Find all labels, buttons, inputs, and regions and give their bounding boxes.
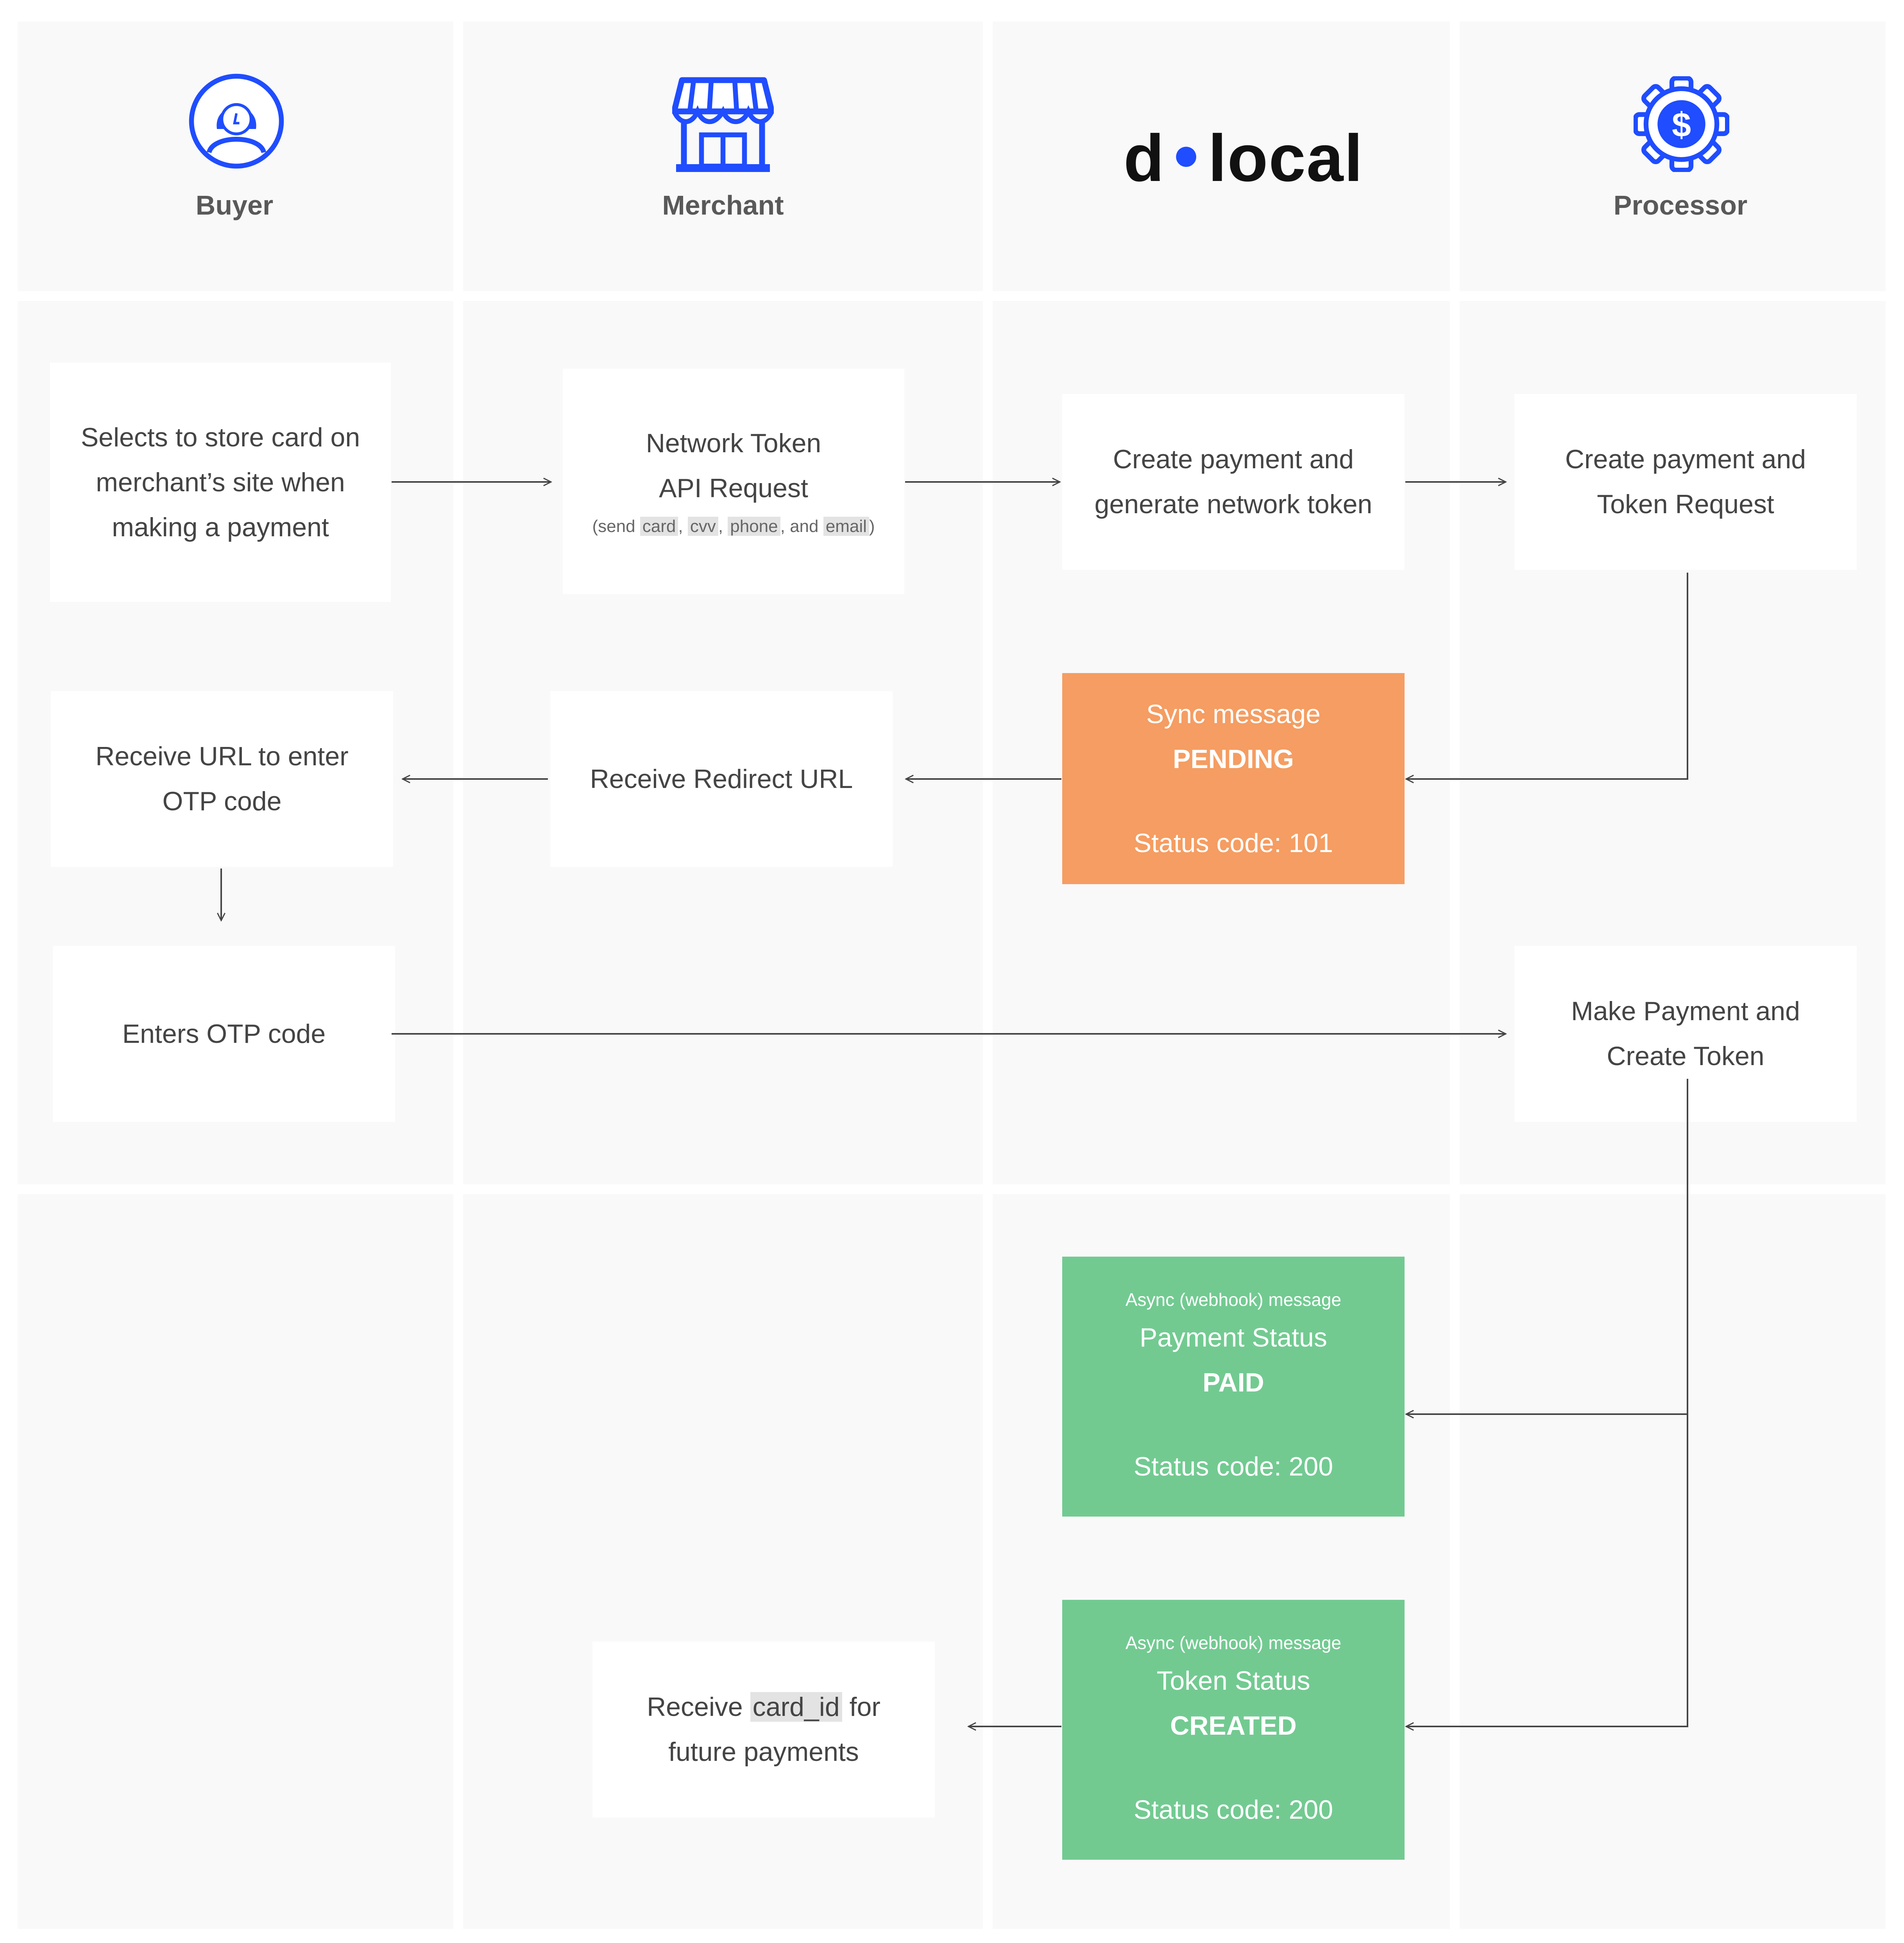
- note-prefix: (send: [592, 516, 640, 536]
- text-suffix: for: [842, 1692, 880, 1722]
- status-code: Status code: 200: [1133, 1452, 1333, 1481]
- gear-dollar-icon: $: [1634, 76, 1729, 172]
- request-fields-note: (send card, cvv, phone, and email): [592, 511, 875, 542]
- storefront-icon: [672, 77, 774, 172]
- node-merchant-redirect-url: Receive Redirect URL: [550, 691, 893, 867]
- lane-label-buyer: Buyer: [195, 190, 274, 220]
- field-phone: phone: [728, 516, 780, 536]
- field-cvv: cvv: [687, 516, 718, 536]
- note-separator: ,: [678, 516, 688, 536]
- node-text: Make Payment and: [1571, 996, 1800, 1026]
- node-async-token-created: Async (webhook) message Token Status CRE…: [1062, 1600, 1405, 1860]
- node-text: Payment Status: [1139, 1323, 1328, 1352]
- status-pending: PENDING: [1173, 744, 1294, 774]
- node-processor-token-request: Create payment and Token Request: [1514, 394, 1857, 570]
- node-async-payment-paid: Async (webhook) message Payment Status P…: [1062, 1257, 1405, 1517]
- node-text: Create payment and: [1113, 444, 1354, 474]
- text-prefix: Receive: [647, 1692, 750, 1722]
- logo-text-d: d: [1124, 121, 1165, 195]
- node-buyer-select-store-card: Selects to store card on merchant’s site…: [50, 363, 391, 602]
- field-card-id: card_id: [750, 1692, 842, 1722]
- node-text: Token Status: [1156, 1666, 1310, 1696]
- lane-bg-buyer-bottom: [18, 1194, 453, 1929]
- node-buyer-receive-url: Receive URL to enter OTP code: [51, 691, 393, 867]
- node-text: Receive Redirect URL: [590, 764, 853, 794]
- node-text: OTP code: [162, 786, 282, 816]
- dlocal-logo: d●local: [1124, 125, 1364, 192]
- note-separator: , and: [780, 516, 823, 536]
- status-created: CREATED: [1170, 1711, 1297, 1741]
- node-text: API Request: [659, 473, 808, 503]
- node-text: making a payment: [112, 512, 329, 542]
- node-text: merchant’s site when: [96, 467, 345, 497]
- node-merchant-network-token-request: Network Token API Request (send card, cv…: [563, 369, 904, 594]
- node-text-card-id: Receive card_id for: [647, 1685, 880, 1730]
- node-text: Create Token: [1607, 1041, 1764, 1071]
- status-paid: PAID: [1203, 1368, 1264, 1397]
- node-text: Create payment and: [1565, 444, 1806, 474]
- note-separator: ,: [718, 516, 728, 536]
- node-merchant-receive-card-id: Receive card_id for future payments: [592, 1642, 935, 1818]
- message-type-tag: Async (webhook) message: [1125, 1633, 1342, 1653]
- lane-bg-processor-bottom: [1460, 1194, 1886, 1929]
- field-email: email: [823, 516, 869, 536]
- logo-dot: ●: [1172, 128, 1201, 180]
- svg-text:$: $: [1672, 105, 1691, 144]
- lane-bg-dlocal-header: [993, 21, 1450, 291]
- status-code: Status code: 101: [1133, 828, 1333, 858]
- message-type-tag: Async (webhook) message: [1125, 1289, 1342, 1310]
- node-buyer-enter-otp: Enters OTP code: [53, 946, 395, 1122]
- arrow-processor-to-sync-pending: [1406, 573, 1688, 779]
- node-text: Receive URL to enter: [95, 741, 349, 771]
- node-text: Network Token: [646, 428, 821, 458]
- status-code: Status code: 200: [1133, 1795, 1333, 1825]
- node-text: generate network token: [1094, 489, 1373, 519]
- lane-label-processor: Processor: [1613, 190, 1748, 220]
- logo-text-local: local: [1208, 121, 1364, 195]
- node-text: Selects to store card on: [81, 422, 360, 452]
- lane-label-merchant: Merchant: [662, 190, 784, 220]
- node-text: Enters OTP code: [122, 1019, 326, 1049]
- node-processor-make-payment: Make Payment and Create Token: [1514, 946, 1857, 1122]
- node-text: future payments: [668, 1737, 859, 1767]
- arrow-processor-to-paid: [1406, 1079, 1688, 1414]
- node-sync-pending: Sync message PENDING Status code: 101: [1062, 673, 1405, 884]
- node-text: Sync message: [1146, 699, 1321, 729]
- arrow-processor-to-created: [1406, 1414, 1688, 1726]
- node-dlocal-create-payment: Create payment and generate network toke…: [1062, 394, 1405, 570]
- node-text: Token Request: [1597, 489, 1774, 519]
- field-card: card: [640, 516, 678, 536]
- note-suffix: ): [869, 516, 875, 536]
- buyer-avatar-icon: [189, 73, 284, 169]
